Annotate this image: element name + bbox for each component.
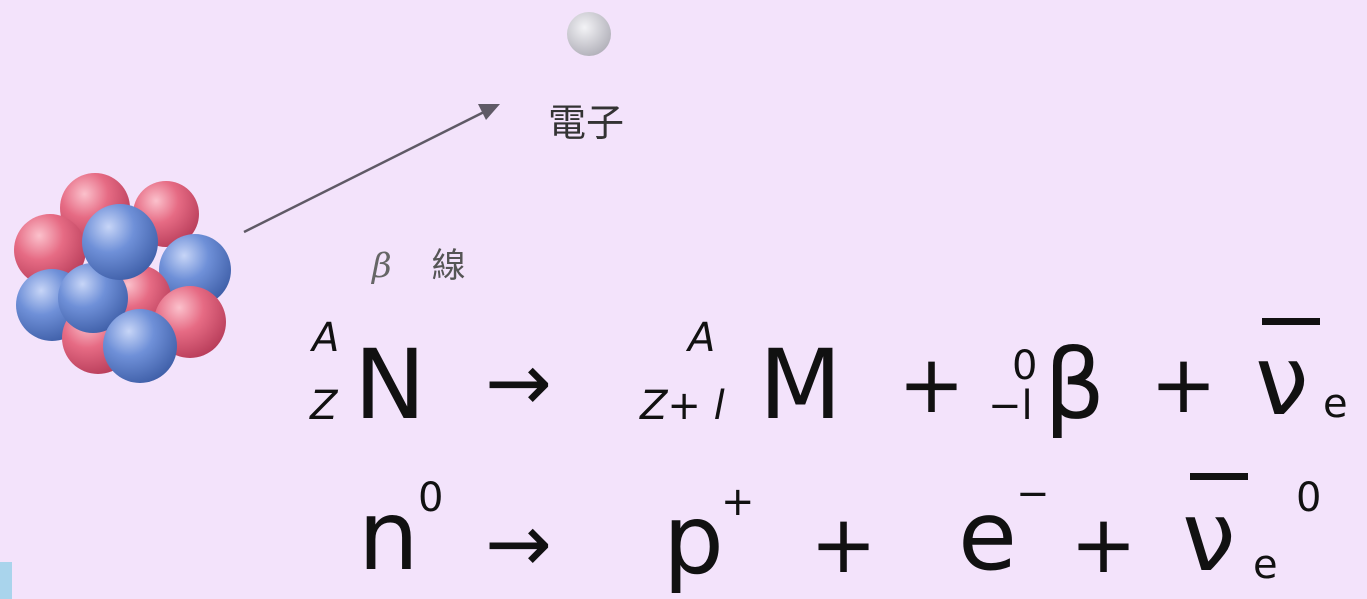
corner-fragment bbox=[0, 562, 12, 599]
electron-label: 電子 bbox=[548, 101, 625, 145]
neutron-particle bbox=[103, 309, 177, 383]
beta-charge-number: −l bbox=[988, 383, 1033, 429]
beta-symbol: β bbox=[372, 246, 392, 286]
parent-nucleus: N bbox=[354, 329, 426, 441]
beta-particle: β bbox=[1044, 329, 1106, 441]
reaction-arrow: → bbox=[485, 336, 553, 429]
electron-charge: − bbox=[1016, 471, 1050, 517]
beta-mass-number: 0 bbox=[1012, 343, 1038, 389]
parent-atomic-number: Z bbox=[310, 383, 338, 429]
neutrino-flavor: e bbox=[1323, 381, 1348, 427]
neutron-particle bbox=[58, 263, 128, 333]
ray-kanji: 線 bbox=[431, 246, 466, 286]
neutrino-charge: 0 bbox=[1296, 475, 1322, 521]
nucleus bbox=[14, 173, 231, 383]
electron-particle bbox=[567, 12, 611, 56]
emission-arrow bbox=[243, 108, 489, 234]
reaction-arrow: → bbox=[485, 497, 553, 590]
daughter-atomic-number: Z+ l bbox=[640, 383, 725, 429]
daughter-nucleus: M bbox=[759, 329, 842, 441]
parent-mass-number: A bbox=[312, 315, 340, 361]
neutron: n bbox=[358, 480, 419, 592]
antineutrino-overbar bbox=[1262, 318, 1320, 325]
neutron-charge: 0 bbox=[418, 475, 444, 521]
antineutrino: ν bbox=[1255, 325, 1309, 437]
neutron-particle bbox=[82, 204, 158, 280]
neutron-particle bbox=[159, 234, 231, 306]
electron: e bbox=[958, 480, 1018, 592]
plus-sign: + bbox=[1070, 498, 1138, 591]
proton-charge: + bbox=[721, 479, 755, 525]
decay-illustration bbox=[14, 12, 611, 383]
arrowhead-icon bbox=[478, 104, 500, 120]
plus-sign: + bbox=[898, 338, 966, 431]
antineutrino: ν bbox=[1182, 481, 1236, 593]
plus-sign: + bbox=[810, 498, 878, 591]
proton-particle bbox=[14, 214, 86, 286]
neutrino-flavor: e bbox=[1253, 542, 1278, 588]
proton: p bbox=[663, 484, 724, 596]
antineutrino-overbar bbox=[1190, 473, 1248, 480]
plus-sign: + bbox=[1150, 338, 1218, 431]
nuclear-beta-decay-equation: A Z N → A Z+ l M + 0 −l β + ν e bbox=[310, 315, 1348, 441]
daughter-mass-number: A bbox=[688, 315, 716, 361]
